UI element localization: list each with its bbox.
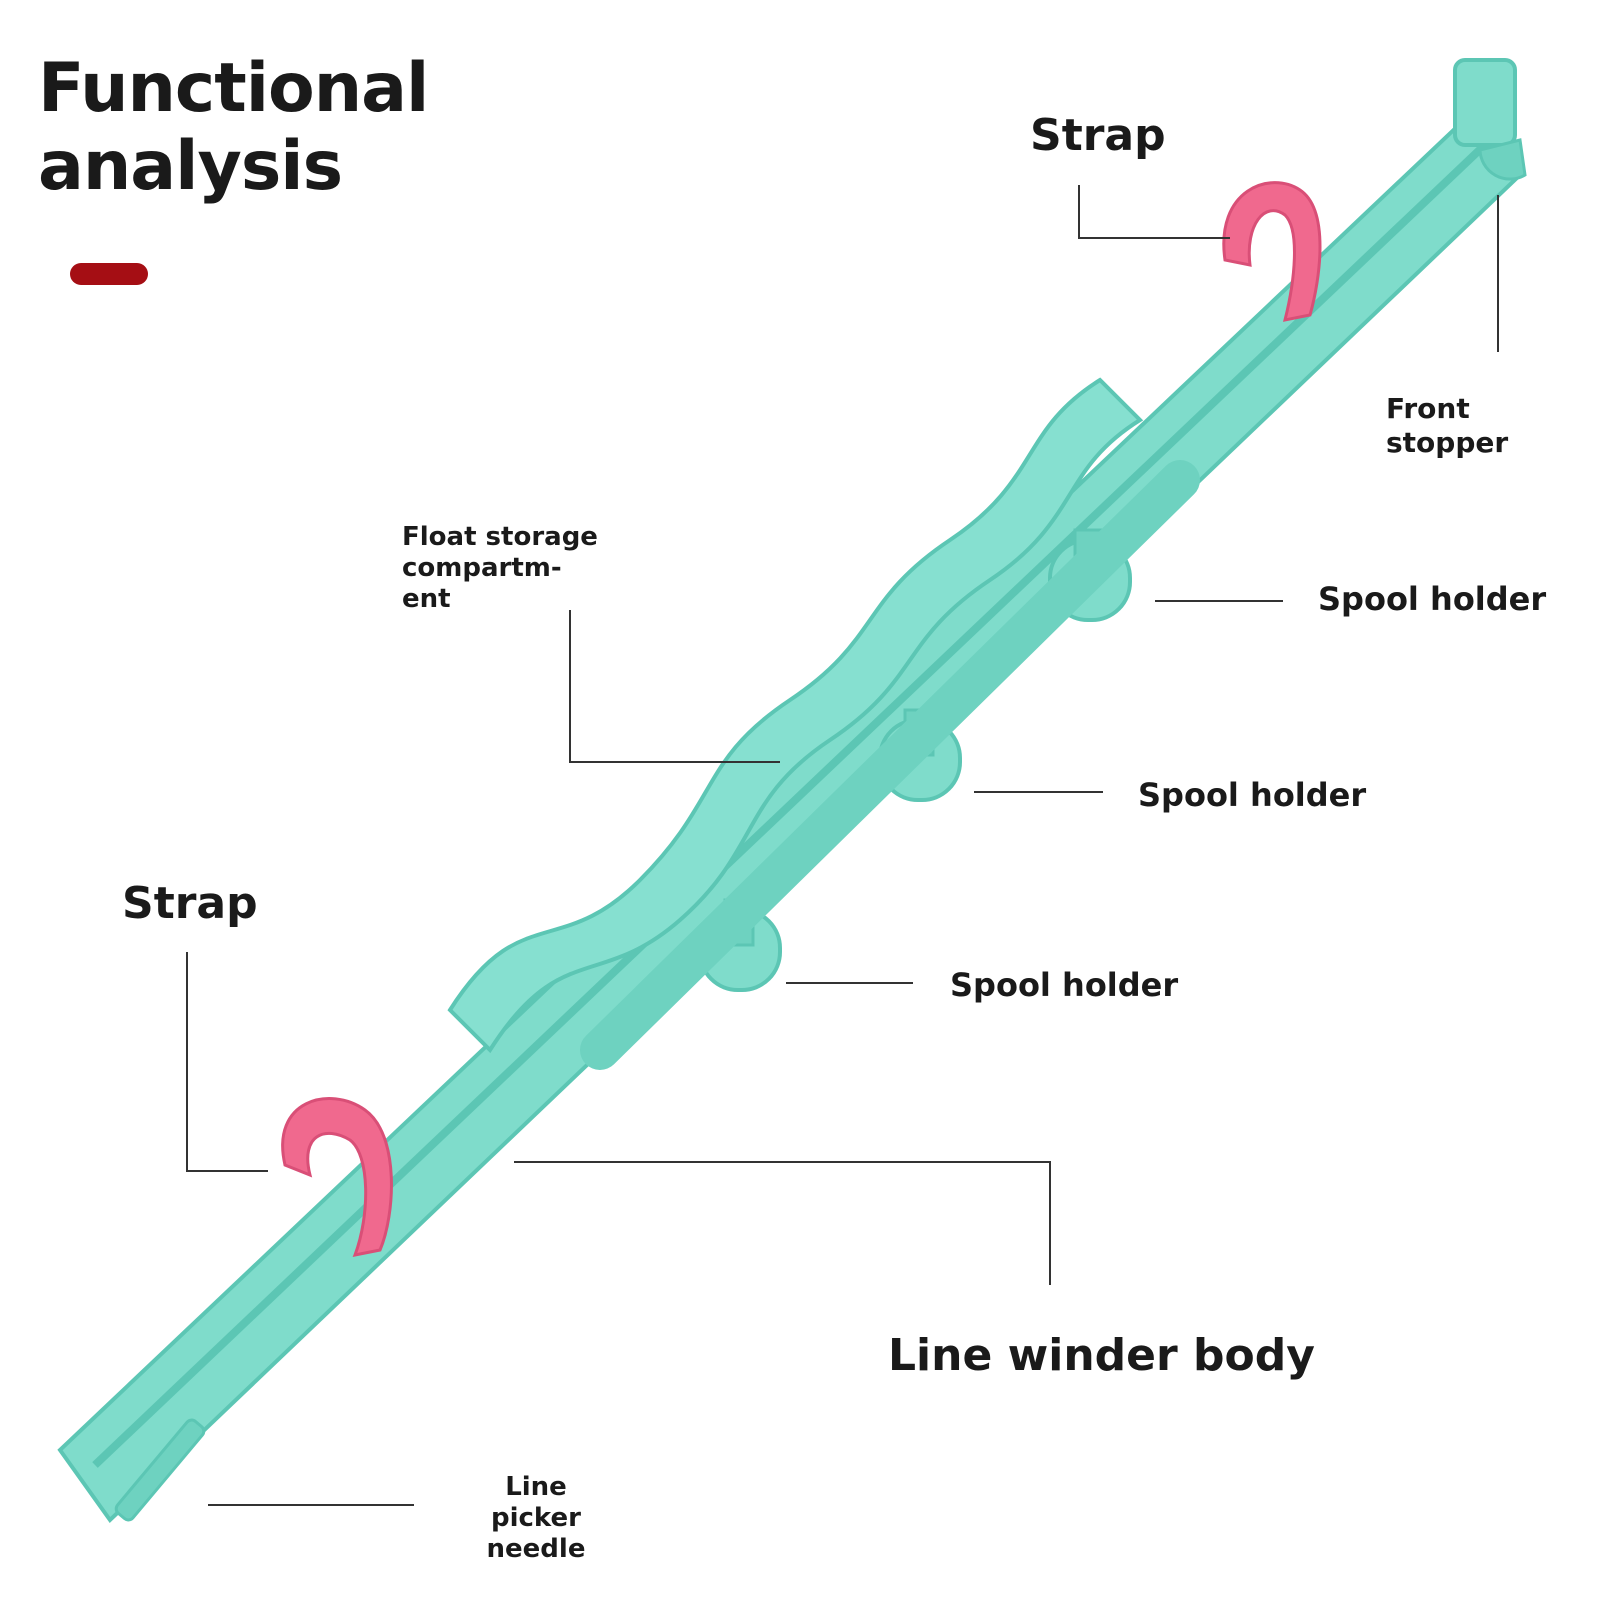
leader-strap-left: [186, 952, 268, 1172]
front-stopper-shape: [1453, 58, 1517, 147]
label-spool-holder-2: Spool holder: [1138, 776, 1367, 814]
strap-shape-left: [281, 1097, 393, 1257]
strap-shape-top: [1222, 181, 1322, 322]
label-float-storage-compartment: Float storage compartm- ent: [402, 522, 598, 615]
label-line-picker-needle: Line picker needle: [486, 1472, 586, 1565]
label-line-winder-body: Line winder body: [888, 1330, 1315, 1381]
label-strap-left: Strap: [122, 878, 258, 929]
label-front-stopper: Front stopper: [1386, 392, 1509, 459]
float-storage-compartment: [447, 377, 1144, 1054]
leader-strap-top: [1078, 185, 1230, 239]
label-spool-holder-3: Spool holder: [950, 966, 1179, 1004]
line-winder-body-shape: [57, 58, 1527, 1524]
title-accent-bar: [70, 263, 148, 285]
label-strap-top: Strap: [1030, 110, 1166, 161]
label-spool-holder-1: Spool holder: [1318, 580, 1547, 618]
leader-line-winder-body: [514, 1161, 1051, 1285]
line-picker-needle-shape: [114, 1418, 206, 1522]
leader-lines: [186, 185, 1499, 1506]
page-title: Functional analysis: [38, 49, 429, 206]
leader-float-storage: [569, 610, 780, 763]
